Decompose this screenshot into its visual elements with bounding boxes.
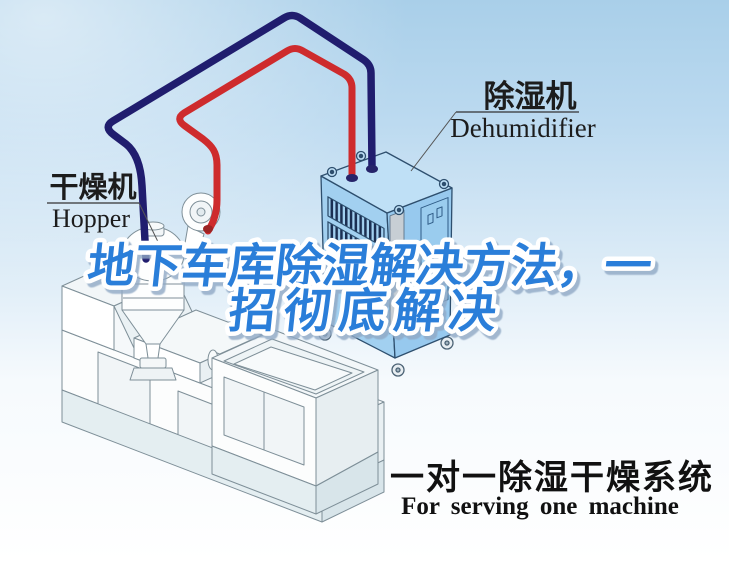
dehumidifier-label-en: Dehumidifier [450, 113, 595, 143]
caster-hub [322, 331, 328, 337]
dehumidifier-leader-line [410, 111, 457, 172]
access-door [420, 197, 449, 311]
blower-pipe-fitting [203, 225, 213, 233]
caption: 一对一除湿干燥系统 For serving one machine [390, 458, 714, 520]
pipes [104, 11, 378, 263]
eyelet-hole [396, 207, 402, 213]
hopper-neck [145, 343, 161, 359]
title-line-1: 地下车库除湿解决方法，一 [85, 239, 655, 294]
eyelet-hole [329, 169, 335, 175]
hot-air-pipe [176, 45, 356, 235]
vent-grille [327, 196, 389, 299]
caption-en: For serving one machine [401, 493, 679, 520]
dehumidifier-illustration [318, 150, 454, 377]
caption-zh: 一对一除湿干燥系统 [390, 458, 714, 497]
dehumidifier-callout: 除湿机 Dehumidifier [410, 79, 596, 172]
door-vent [436, 206, 443, 219]
cold-air-pipe [104, 11, 376, 263]
clamp-box-top-inset [233, 346, 353, 391]
pipe-fitting [366, 165, 378, 173]
vent-band [327, 196, 385, 249]
eyelet-hole [358, 153, 364, 159]
hopper-flange [139, 357, 167, 369]
door-handle [441, 248, 446, 258]
pipe-fitting [346, 174, 358, 182]
blower-motor-hub [196, 207, 206, 217]
dryer-label-zh: 干燥机 [49, 171, 136, 204]
vent-band [327, 246, 389, 299]
hopper-control-box-button [231, 260, 242, 271]
clamp-box-skirt-right [315, 451, 379, 515]
dryer-leader-line [138, 202, 164, 253]
caster-hub [395, 367, 401, 373]
hopper-mount-plate [129, 367, 177, 381]
caster-wheels [318, 327, 454, 377]
dehumidifier-front-panel [389, 197, 449, 335]
dryer-callout: 干燥机 Hopper [47, 171, 164, 253]
dehumidifier-label-zh: 除湿机 [484, 79, 577, 114]
machine-left-box-front [61, 285, 115, 351]
lifting-eyelets [326, 150, 450, 216]
eyelet-hole [441, 181, 447, 187]
title-line-2: 招彻底解决 [226, 284, 507, 339]
dryer-label-en: Hopper [52, 204, 130, 233]
molding-machine-illustration [61, 257, 385, 523]
caster-hub [444, 340, 450, 346]
door-vent [427, 212, 434, 225]
main-title: 地下车库除湿解决方法，一 招彻底解决 [80, 235, 659, 344]
vent-band [327, 221, 387, 275]
